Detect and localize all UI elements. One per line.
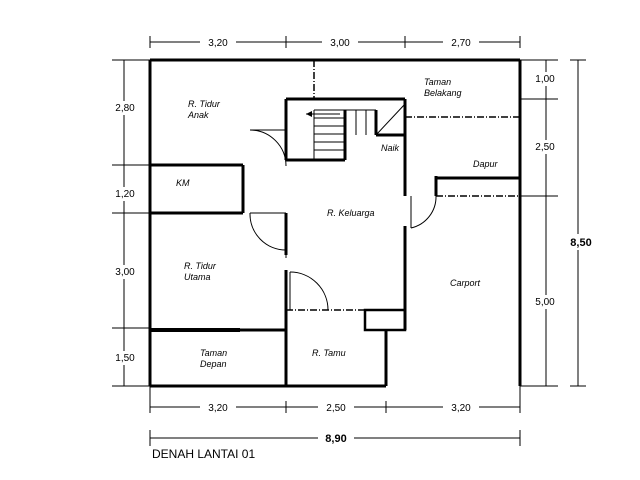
staircase	[306, 103, 406, 160]
label-keluarga: R. Keluarga	[327, 208, 375, 218]
dim-left-4: 1,50	[115, 353, 135, 364]
dim-right-2: 2,50	[535, 142, 555, 153]
boundary-lines	[243, 60, 520, 331]
label-naik: Naik	[381, 143, 400, 153]
room-labels: R. Tidur Anak Taman Belakang Naik Dapur …	[176, 77, 499, 369]
dim-bottom-3: 3,20	[451, 403, 471, 414]
label-carport: Carport	[450, 278, 481, 288]
dim-left-3: 3,00	[115, 267, 135, 278]
label-taman-depan-2: Depan	[200, 359, 227, 369]
dim-total-width: 8,90	[325, 433, 346, 445]
label-tidur-utama-1: R. Tidur	[184, 261, 217, 271]
top-dimensions: 3,20 3,00 2,70	[149, 35, 521, 49]
dim-top-2: 3,00	[330, 38, 350, 49]
label-taman-belakang-2: Belakang	[424, 88, 462, 98]
dim-top-1: 3,20	[208, 38, 228, 49]
left-dimensions: 2,80 1,20 3,00 1,50	[112, 59, 150, 387]
label-km: KM	[176, 178, 190, 188]
dim-top-3: 2,70	[451, 38, 471, 49]
dim-left-1: 2,80	[115, 103, 135, 114]
label-tidur-utama-2: Utama	[184, 272, 211, 282]
label-taman-depan-1: Taman	[200, 348, 227, 358]
bottom-dimensions: 3,20 2,50 3,20 8,90	[149, 386, 521, 446]
doors	[249, 129, 437, 311]
dim-total-height: 8,50	[570, 237, 591, 249]
dim-bottom-1: 3,20	[208, 403, 228, 414]
label-tidur-anak-1: R. Tidur	[188, 99, 221, 109]
label-taman-belakang-1: Taman	[424, 77, 451, 87]
label-dapur: Dapur	[473, 159, 499, 169]
dim-right-3: 5,00	[535, 297, 555, 308]
plan-title: DENAH LANTAI 01	[152, 447, 255, 461]
dim-bottom-2: 2,50	[326, 403, 346, 414]
label-tidur-anak-2: Anak	[187, 110, 209, 120]
label-tamu: R. Tamu	[312, 348, 346, 358]
right-dimensions: 1,00 2,50 5,00 8,50	[520, 59, 596, 387]
dim-right-1: 1,00	[535, 74, 555, 85]
dim-left-2: 1,20	[115, 189, 135, 200]
